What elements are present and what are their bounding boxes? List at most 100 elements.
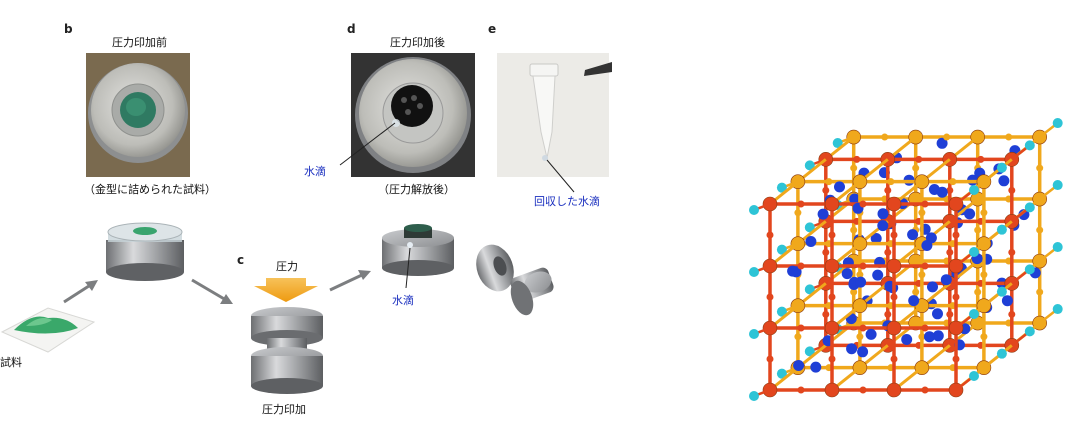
cage-bead xyxy=(828,231,836,239)
cage-node xyxy=(886,382,902,398)
cyan-atom xyxy=(969,309,979,319)
cage-bead xyxy=(859,386,867,394)
water-molecule xyxy=(817,208,829,220)
cage-bead xyxy=(797,262,805,270)
cyan-atom xyxy=(776,182,787,193)
cage-bead xyxy=(918,271,926,279)
cage-bead xyxy=(946,310,954,318)
water-molecule xyxy=(936,186,948,198)
water-drop-label-c: 水滴 xyxy=(392,294,414,307)
cage-bead xyxy=(825,178,833,186)
water-molecule xyxy=(793,360,805,371)
water-molecule xyxy=(901,334,913,345)
cage-bead xyxy=(890,293,898,301)
cage-bead xyxy=(918,333,926,341)
cyan-atom xyxy=(749,205,759,215)
cage-bead xyxy=(946,186,954,194)
cage-bead xyxy=(1036,288,1044,296)
cage-bead xyxy=(850,164,858,172)
cage-node xyxy=(824,382,840,398)
cyan-atom xyxy=(969,247,979,257)
cage-bead xyxy=(850,288,858,296)
water-molecule xyxy=(998,175,1010,187)
panel-label-d: d xyxy=(347,22,356,36)
water-molecule xyxy=(846,343,858,355)
cage-bead xyxy=(766,355,774,363)
cage-bead xyxy=(850,226,858,234)
cyan-atom xyxy=(996,162,1007,173)
cage-bead xyxy=(921,386,929,394)
water-molecule xyxy=(805,236,817,247)
cyan-atom xyxy=(776,306,787,317)
cage-bead xyxy=(918,209,926,217)
cage-bead xyxy=(881,133,889,141)
cage-bead xyxy=(952,355,960,363)
water-molecule xyxy=(1001,295,1013,307)
cage-node xyxy=(824,258,840,274)
cyan-atom xyxy=(1024,140,1035,151)
cyan-atom xyxy=(996,224,1007,235)
water-molecule xyxy=(924,331,935,343)
cage-node xyxy=(886,196,902,212)
press-stack xyxy=(251,307,323,394)
panel-label-c: c xyxy=(237,253,245,267)
cage-bead xyxy=(1036,164,1044,172)
photo-recovered-drop xyxy=(497,53,612,193)
water-molecule xyxy=(921,240,933,251)
cage-bead xyxy=(915,155,923,163)
cage-bead xyxy=(828,355,836,363)
cyan-atom xyxy=(749,267,759,277)
cage-bead xyxy=(1036,226,1044,234)
water-molecule xyxy=(1018,209,1030,221)
cage-bead xyxy=(974,226,982,234)
cage-bead xyxy=(859,262,867,270)
before-pressure-title: 圧力印加前 xyxy=(112,36,167,49)
cage-bead xyxy=(884,248,892,256)
cyan-atom xyxy=(776,368,787,379)
after-pressure-title: 圧力印加後 xyxy=(390,36,445,49)
pressure-label: 圧力 xyxy=(276,260,298,273)
water-molecule xyxy=(932,308,943,320)
cage-bead xyxy=(977,155,985,163)
water-molecule xyxy=(932,330,944,342)
cage-node xyxy=(886,320,902,336)
photo-before-pressure xyxy=(86,53,190,177)
cyan-atom xyxy=(1052,304,1063,315)
cage-bead xyxy=(766,293,774,301)
panel-label-b: b xyxy=(64,22,73,36)
cage-bead xyxy=(884,310,892,318)
water-molecule xyxy=(936,137,948,149)
cage-bead xyxy=(794,209,802,217)
separated-discs xyxy=(476,244,554,316)
cyan-atom xyxy=(996,286,1007,297)
cyan-atom xyxy=(1024,202,1035,213)
water-molecule xyxy=(872,269,884,281)
cage-bead xyxy=(884,186,892,194)
cage-bead xyxy=(974,288,982,296)
cage-node xyxy=(824,196,840,212)
cage-bead xyxy=(921,324,929,332)
water-molecule xyxy=(964,208,976,220)
cage-bead xyxy=(952,293,960,301)
water-molecule xyxy=(787,265,799,277)
clathrate-lattice xyxy=(749,118,1063,401)
cage-bead xyxy=(853,155,861,163)
water-molecule xyxy=(810,361,822,373)
sample-label: 試料 xyxy=(0,356,22,369)
cage-bead xyxy=(952,231,960,239)
water-molecule xyxy=(877,220,889,232)
cyan-atom xyxy=(749,329,759,339)
cage-bead xyxy=(890,355,898,363)
water-molecule xyxy=(855,276,867,288)
cyan-atom xyxy=(1024,264,1035,275)
cyan-atom xyxy=(1052,180,1063,191)
mold-after-release xyxy=(382,224,454,289)
water-molecule xyxy=(841,268,853,280)
cage-bead xyxy=(797,386,805,394)
cyan-atom xyxy=(1052,242,1063,253)
cage-bead xyxy=(797,324,805,332)
cage-bead xyxy=(797,200,805,208)
water-molecule xyxy=(940,274,952,286)
cage-bead xyxy=(980,271,988,279)
